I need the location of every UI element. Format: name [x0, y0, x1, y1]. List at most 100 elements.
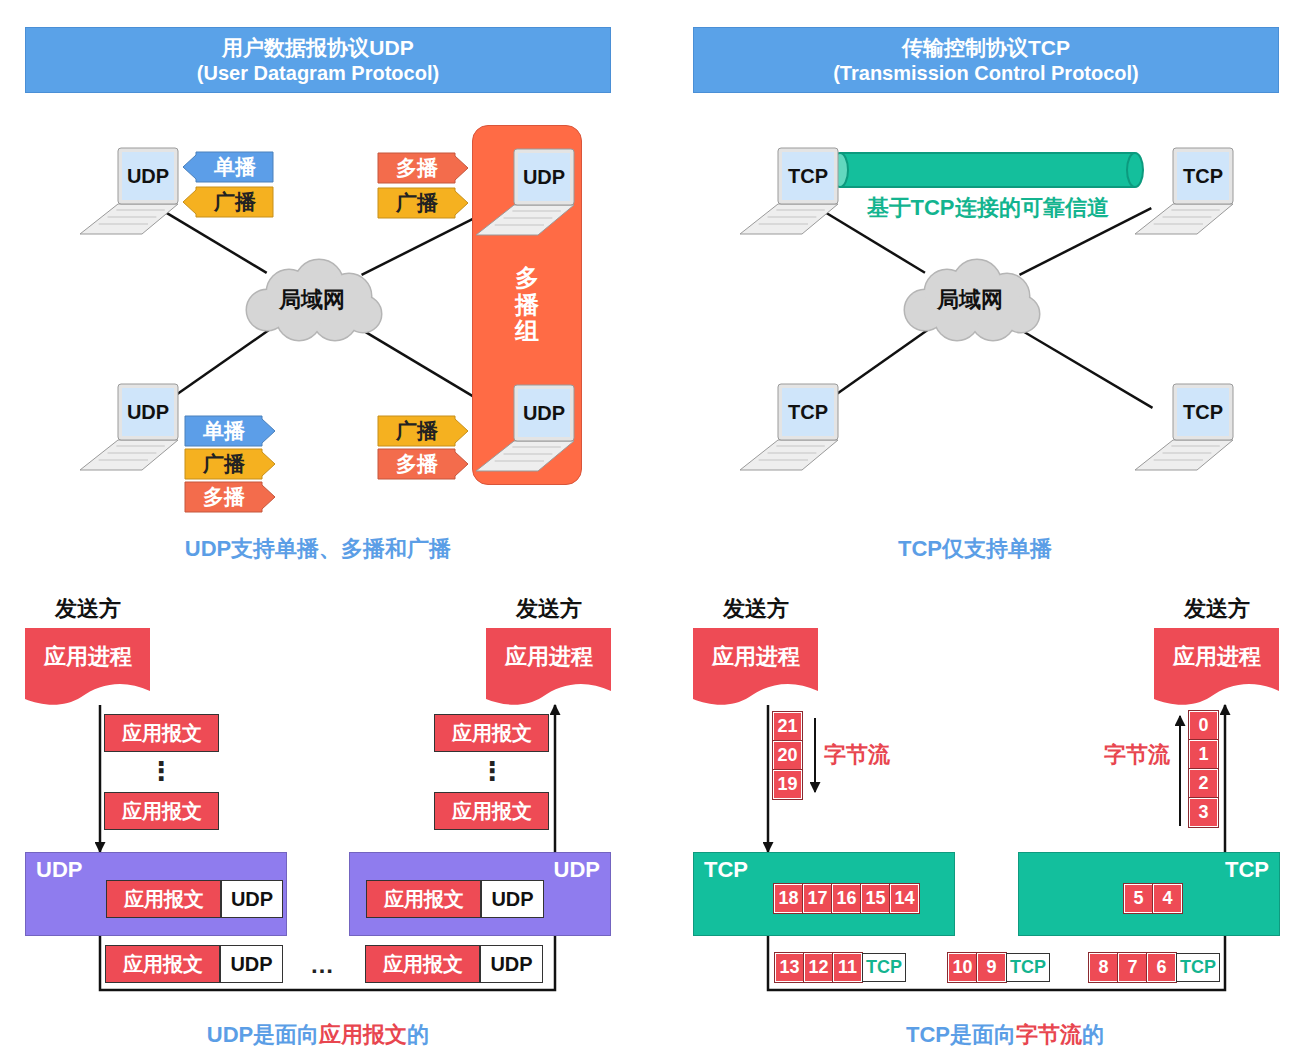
byte-cell: 8 — [1089, 953, 1118, 982]
keyboard-row — [1171, 446, 1219, 447]
cell-area: UDP — [222, 881, 282, 917]
arrow-tag: 多播 — [185, 482, 275, 512]
keyboard-row — [1163, 453, 1212, 454]
byte-number: 20 — [777, 745, 797, 767]
lan-cloud: 局域网 — [237, 258, 387, 342]
byte-cell: 14 — [890, 884, 919, 913]
title-subtext: (Transmission Control Protocol) — [833, 61, 1139, 85]
message-name: 应用报文 — [122, 799, 202, 823]
layer-name: UDP — [36, 857, 82, 883]
tag-body: 广播 — [378, 188, 455, 218]
cell-area: 3 — [1190, 799, 1217, 826]
byte-cell: 19 — [773, 770, 802, 799]
document-label-area: 应用进程 — [1154, 628, 1279, 687]
laptop-frame — [778, 384, 838, 440]
cell-area: 12 — [805, 954, 832, 981]
laptop-icon — [80, 146, 180, 236]
byte-number: 15 — [865, 888, 885, 910]
cell-area: 0 — [1190, 712, 1217, 739]
arrow-tag-fill — [183, 152, 273, 182]
caption-text: UDP支持单播、多播和广播 — [183, 536, 453, 562]
cloud-label-area: 局域网 — [237, 258, 387, 342]
tag-body: 多播 — [378, 449, 455, 479]
layer-name: UDP — [554, 857, 600, 883]
cell-area: 应用报文 — [367, 881, 480, 917]
keyboard-row — [768, 453, 817, 454]
byte-number: 11 — [838, 957, 857, 979]
tag-body: 单播 — [196, 152, 273, 182]
arrow-tag: 多播 — [378, 449, 468, 479]
byte-cell: 1 — [1189, 740, 1218, 769]
heading-area: 发送方 — [25, 592, 150, 626]
protocol-name: TCP — [1183, 400, 1223, 424]
byte-cell: 0 — [1189, 711, 1218, 740]
screen-area: UDP — [514, 385, 574, 441]
arrow-tag-fill — [185, 449, 275, 479]
message-name: 应用报文 — [123, 952, 203, 976]
keyboard-row — [504, 218, 553, 219]
header-cell: UDP — [480, 945, 543, 983]
protocol-name: UDP — [127, 400, 169, 424]
application-process: 发送方应用进程 — [1154, 592, 1279, 705]
keyboard-row — [1154, 224, 1203, 225]
connector — [822, 211, 925, 273]
byte-cell: 16 — [832, 884, 861, 913]
header-name: UDP — [490, 952, 532, 976]
cell-area: 16 — [833, 885, 860, 912]
pipe-end — [1127, 153, 1143, 187]
document-fill — [693, 628, 818, 705]
ellipsis-mark: ⋮ — [477, 756, 507, 787]
screen-area: UDP — [118, 384, 178, 440]
laptop-frame — [1173, 148, 1233, 204]
laptop-icon — [740, 382, 840, 472]
arrow-tag: 广播 — [378, 416, 468, 446]
ellipsis-mark: … — [308, 951, 336, 980]
protocol-name: UDP — [523, 401, 565, 425]
message-name: 应用报文 — [452, 799, 532, 823]
connector — [1016, 327, 1153, 408]
cell-area: 应用报文 — [105, 715, 218, 751]
laptop-node: TCP — [1135, 146, 1235, 236]
byte-cell: 11 — [833, 953, 862, 982]
heading-area: 发送方 — [693, 592, 818, 626]
byte-cell: 3 — [1189, 798, 1218, 827]
byte-number: 7 — [1127, 957, 1137, 979]
header-cell: TCP — [1006, 953, 1050, 982]
cell-area: 应用报文 — [107, 881, 220, 917]
caption-part: UDP是面向 — [207, 1022, 319, 1047]
cast-type: 多播 — [396, 155, 438, 180]
cell-area: 14 — [891, 885, 918, 912]
cell-area: TCP — [1177, 954, 1219, 981]
process-name: 应用进程 — [505, 644, 593, 670]
keyboard-row — [504, 454, 553, 455]
laptop-node: TCP — [740, 382, 840, 472]
message-name: 应用报文 — [383, 952, 463, 976]
keyboard-row — [1154, 460, 1203, 461]
arrow-tag: 单播 — [183, 152, 273, 182]
byte-number: 8 — [1098, 957, 1108, 979]
keyboard-row — [776, 446, 824, 447]
laptop-base — [476, 205, 574, 235]
document-label-area: 应用进程 — [693, 628, 818, 687]
protocol-name: TCP — [788, 164, 828, 188]
cloud-label-area: 局域网 — [895, 258, 1045, 342]
keyboard-row — [512, 447, 560, 448]
arrow-tag: 广播 — [183, 187, 273, 217]
screen-area: TCP — [778, 384, 838, 440]
cast-type: 广播 — [203, 451, 245, 476]
message-name: 应用报文 — [452, 721, 532, 745]
byte-number: 4 — [1162, 888, 1172, 910]
tcp-connection-pipe — [840, 154, 1135, 186]
message-box: 应用报文 — [366, 880, 481, 918]
laptop-frame — [118, 384, 178, 440]
header-cell: UDP — [221, 880, 283, 918]
connector — [768, 936, 1225, 990]
byte-number: 9 — [986, 957, 996, 979]
keyboard-row — [776, 210, 824, 211]
title-bar: 传输控制协议TCP(Transmission Control Protocol) — [693, 27, 1279, 93]
laptop-screen — [518, 153, 570, 201]
cell-area: 13 — [776, 954, 803, 981]
application-process: 发送方应用进程 — [25, 592, 150, 705]
laptop-frame — [778, 148, 838, 204]
protocol-name: UDP — [523, 165, 565, 189]
